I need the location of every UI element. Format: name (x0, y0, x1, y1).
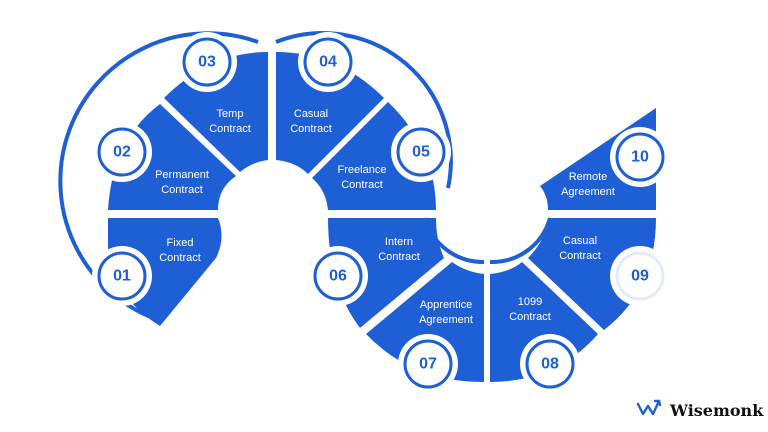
svg-text:10: 10 (631, 149, 649, 166)
badge-09: 09 (610, 246, 670, 306)
badge-10: 10 (610, 127, 670, 187)
segment-04 (276, 52, 384, 174)
badge-03: 03 (177, 32, 237, 92)
svg-text:05: 05 (412, 144, 430, 161)
svg-text:08: 08 (541, 356, 559, 373)
segment-09 (528, 218, 656, 330)
segment-06 (328, 218, 444, 328)
svg-text:09: 09 (631, 268, 649, 285)
svg-text:02: 02 (113, 144, 131, 161)
brand-name: Wisemonk (670, 401, 764, 420)
inner-ring-arc-bottom (489, 217, 552, 265)
inner-ring-arc-middle (423, 217, 485, 265)
wisemonk-logo-icon (636, 398, 664, 423)
badge-06: 06 (308, 246, 368, 306)
svg-text:01: 01 (113, 268, 131, 285)
badge-07: 07 (398, 334, 458, 394)
badge-04: 04 (298, 32, 358, 92)
badge-02: 02 (92, 122, 152, 182)
badge-08: 08 (520, 334, 580, 394)
badge-01: 01 (92, 246, 152, 306)
svg-text:04: 04 (319, 54, 337, 71)
brand: Wisemonk (636, 398, 763, 423)
badge-05: 05 (391, 122, 451, 182)
svg-text:07: 07 (419, 356, 437, 373)
svg-text:06: 06 (329, 268, 347, 285)
svg-text:03: 03 (198, 54, 216, 71)
